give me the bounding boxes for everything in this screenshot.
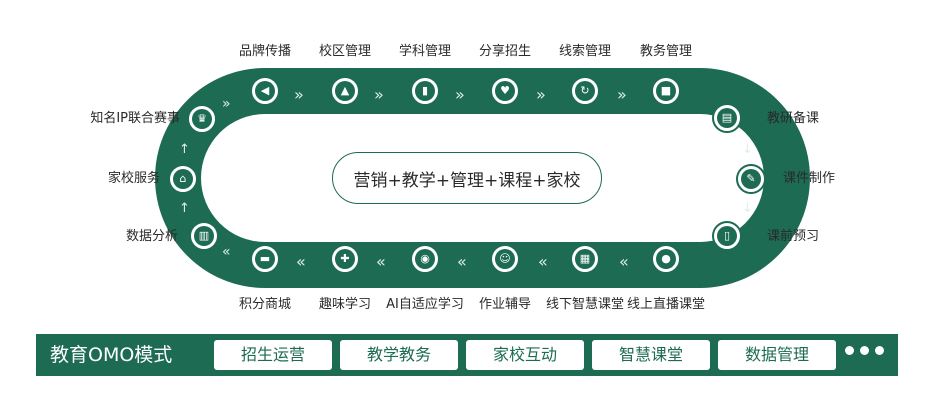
more-icon[interactable] xyxy=(845,346,884,355)
share-heart-icon: ♥ xyxy=(490,76,520,106)
live-icon: ● xyxy=(651,244,681,274)
book-icon: ■ xyxy=(651,76,681,106)
label-homework: 作业辅导 xyxy=(478,297,532,312)
books-icon: ▮ xyxy=(410,76,440,106)
flow-arrow: « xyxy=(222,244,231,260)
flow-arrow: « xyxy=(619,252,629,271)
flow-arrow: » xyxy=(222,96,231,112)
loop-icon: ↻ xyxy=(570,76,600,106)
flow-arrow: « xyxy=(296,252,306,271)
edit-icon: ✎ xyxy=(736,164,766,194)
classroom-icon: ▦ xyxy=(570,244,600,274)
smart-class-button[interactable]: 智慧课堂 xyxy=(592,340,710,370)
flow-arrow: « xyxy=(538,252,548,271)
trophy-icon: ♛ xyxy=(187,104,217,134)
flow-arrow: ↓ xyxy=(742,201,753,216)
flow-arrow: » xyxy=(536,85,546,104)
home-icon: ⌂ xyxy=(168,164,198,194)
label-academic: 教务管理 xyxy=(639,44,693,59)
gamepad-icon: ✚ xyxy=(330,244,360,274)
bar-title: 教育OMO模式 xyxy=(50,344,173,366)
bar-chart-icon: ▥ xyxy=(189,221,219,251)
home-school-button[interactable]: 家校互动 xyxy=(466,340,584,370)
ai-icon: ◉ xyxy=(410,244,440,274)
label-preview: 课前预习 xyxy=(767,229,820,244)
center-summary: 营销+教学+管理+课程+家校 xyxy=(332,152,602,204)
label-points-mall: 积分商城 xyxy=(238,297,292,312)
flow-arrow: « xyxy=(376,252,386,271)
data-management-button[interactable]: 数据管理 xyxy=(718,340,836,370)
teaching-button[interactable]: 教学教务 xyxy=(340,340,458,370)
omo-mode-bar: 教育OMO模式 招生运营 教学教务 家校互动 智慧课堂 数据管理 xyxy=(36,334,898,376)
flow-arrow: » xyxy=(294,85,304,104)
building-icon: ▲ xyxy=(330,76,360,106)
flow-arrow: ↑ xyxy=(179,142,190,157)
flow-arrow: « xyxy=(457,252,467,271)
label-lesson-prep: 教研备课 xyxy=(767,111,820,126)
store-icon: ▬ xyxy=(250,244,280,274)
label-fun-learning: 趣味学习 xyxy=(318,297,372,312)
doc-icon: ▯ xyxy=(712,221,742,251)
flow-arrow: ↑ xyxy=(179,201,190,216)
enrollment-button[interactable]: 招生运营 xyxy=(214,340,332,370)
label-online-live: 线上直播课堂 xyxy=(626,297,706,312)
label-ai-adaptive: AI自适应学习 xyxy=(386,297,464,312)
flow-arrow: » xyxy=(455,85,465,104)
speaker-icon: ◀ xyxy=(250,76,280,106)
flow-arrow: » xyxy=(374,85,384,104)
board-icon: ▤ xyxy=(712,103,742,133)
label-share: 分享招生 xyxy=(478,44,532,59)
label-home-school: 家校服务 xyxy=(107,171,160,186)
label-leads: 线索管理 xyxy=(558,44,612,59)
label-offline-class: 线下智慧课堂 xyxy=(545,297,625,312)
flow-arrow: ↓ xyxy=(742,142,753,157)
tutor-icon: ☺ xyxy=(490,244,520,274)
label-subject: 学科管理 xyxy=(398,44,452,59)
flow-arrow: » xyxy=(617,85,627,104)
label-campus: 校区管理 xyxy=(318,44,372,59)
label-courseware: 课件制作 xyxy=(783,171,836,186)
label-data-analysis: 数据分析 xyxy=(125,229,178,244)
label-ip-contest: 知名IP联合赛事 xyxy=(90,111,180,126)
label-brand: 品牌传播 xyxy=(238,44,292,59)
